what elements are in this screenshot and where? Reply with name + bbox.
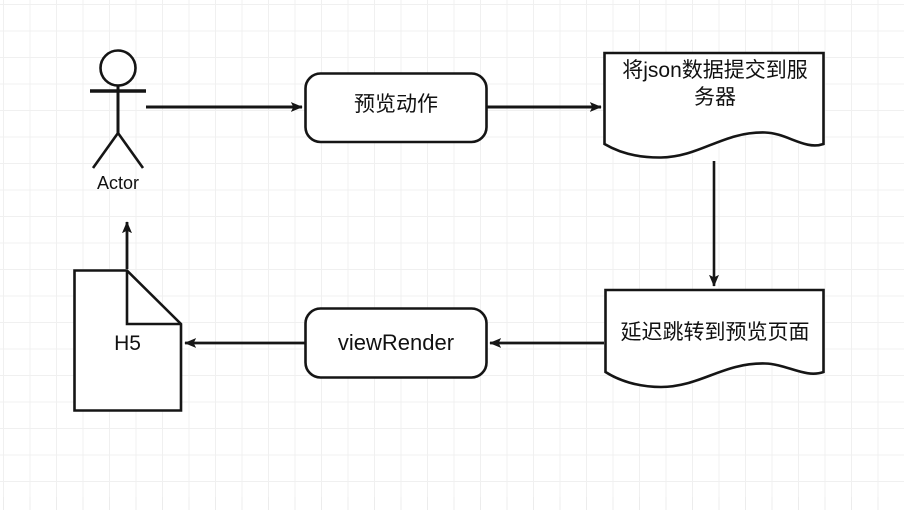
node-h5-page[interactable] bbox=[73, 269, 183, 412]
actor-right-leg-line bbox=[116, 132, 145, 169]
actor-left-leg-line bbox=[91, 132, 120, 169]
node-view-render[interactable] bbox=[304, 307, 488, 379]
node-preview-action[interactable] bbox=[304, 72, 488, 144]
node-actor[interactable] bbox=[90, 49, 146, 169]
bottom-ruler-band bbox=[0, 497, 904, 510]
node-delay-redirect[interactable] bbox=[604, 288, 825, 389]
h5-page-outline bbox=[73, 269, 183, 412]
node-submit-json[interactable] bbox=[603, 51, 825, 159]
h5-page-fold-icon bbox=[125, 270, 181, 326]
actor-head-icon bbox=[99, 49, 137, 87]
